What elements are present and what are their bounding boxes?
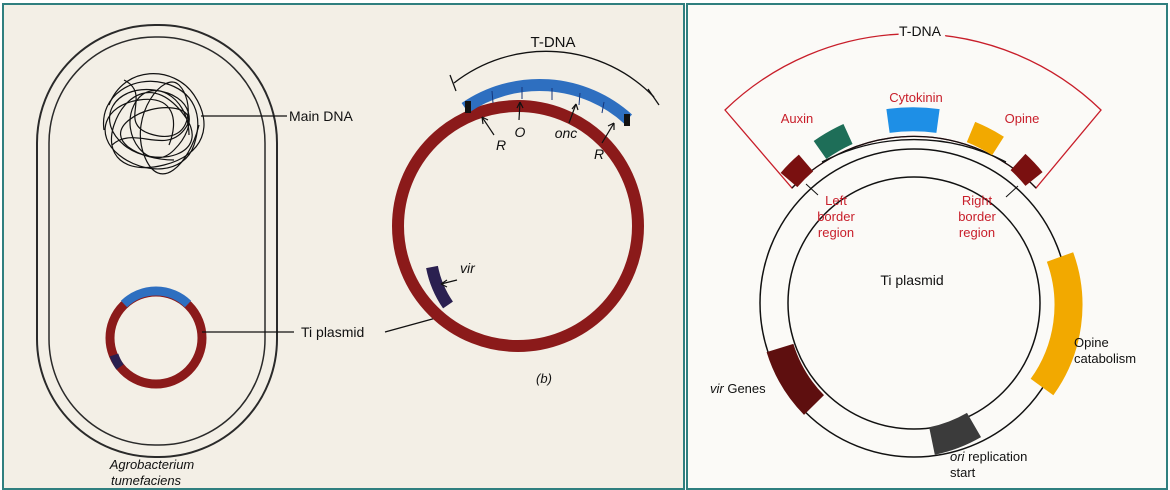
vir-label: vir	[460, 260, 476, 276]
vir-genes-block	[766, 343, 825, 415]
marker-r-left: R	[496, 137, 506, 153]
ori-block	[928, 412, 982, 455]
right-border-line3: region	[959, 225, 995, 240]
left-border-leader	[805, 183, 819, 196]
tdna-marker-arrows	[440, 101, 615, 288]
cytokinin-label: Cytokinin	[889, 90, 942, 105]
auxin-block	[813, 123, 853, 160]
left-tdna-label: T-DNA	[531, 34, 576, 51]
right-diagram-panel: T-DNA Auxin Cytokinin Opine Left borde	[686, 3, 1168, 490]
main-dna-tangle	[102, 73, 205, 175]
tdna-band-outer	[791, 135, 1037, 189]
plasmid-ring-inner	[787, 176, 1041, 430]
left-border-line2: border	[817, 209, 855, 224]
ti-plasmid-map: T-DNA Auxin Cytokinin Opine Left borde	[710, 19, 1136, 480]
panel-letter-b: (b)	[536, 371, 552, 386]
opine-catabolism-block	[1030, 252, 1083, 396]
right-border-leader	[1005, 185, 1019, 198]
cell-caption-line1: Agrobacterium	[109, 457, 195, 472]
small-plasmid-vir-segment	[109, 353, 124, 370]
right-border-line2: border	[958, 209, 996, 224]
right-border-block	[1010, 153, 1043, 187]
vir-genes-rest: Genes	[724, 381, 766, 396]
tdna-band-inner	[821, 139, 1007, 163]
ori-label-line1: ori replication	[950, 449, 1027, 464]
opine-label: Opine	[1005, 111, 1040, 126]
bacterium-diagram: Main DNA Ti plasmid Agrobacterium tumefa…	[36, 24, 660, 488]
large-plasmid-vir-segment	[426, 265, 454, 309]
ti-plasmid-leader-right	[384, 317, 437, 333]
small-ti-plasmid-ring	[105, 287, 207, 389]
small-plasmid-tdna-segment	[120, 286, 192, 308]
right-border-marker	[624, 114, 630, 126]
main-dna-label: Main DNA	[289, 108, 353, 124]
left-border-marker	[465, 101, 471, 113]
marker-onc: onc	[555, 125, 578, 141]
tdna-bracket-arc	[453, 50, 655, 98]
cytokinin-block	[886, 107, 940, 133]
opine-block	[966, 121, 1004, 156]
opine-catabolism-line1: Opine	[1074, 335, 1109, 350]
right-tdna-label: T-DNA	[899, 23, 942, 39]
left-diagram-panel: Main DNA Ti plasmid Agrobacterium tumefa…	[2, 3, 685, 490]
tdna-bracket-right-cap	[647, 88, 660, 106]
marker-r-right: R	[594, 146, 604, 162]
bacterial-cell-inner-wall	[48, 36, 266, 446]
marker-o: O	[515, 124, 526, 140]
cell-caption-line2: tumefaciens	[111, 473, 182, 488]
vir-genes-label: vir Genes	[710, 381, 766, 396]
ori-rest: replication	[964, 449, 1027, 464]
tdna-bracket-left-cap	[449, 74, 457, 92]
bacterial-cell-outer-wall	[36, 24, 278, 458]
auxin-label: Auxin	[781, 111, 814, 126]
vir-genes-italic: vir	[710, 381, 724, 396]
left-border-block	[780, 154, 814, 188]
ori-italic: ori	[950, 449, 966, 464]
ori-label-line2: start	[950, 465, 976, 480]
large-plasmid-tdna-segment	[461, 79, 633, 124]
ti-plasmid-label: Ti plasmid	[301, 324, 364, 340]
right-border-line1: Right	[962, 193, 993, 208]
tdna-division-ticks	[491, 87, 605, 114]
left-border-line3: region	[818, 225, 854, 240]
left-border-line1: Left	[825, 193, 847, 208]
opine-catabolism-line2: catabolism	[1074, 351, 1136, 366]
ti-plasmid-center-label: Ti plasmid	[880, 272, 943, 288]
